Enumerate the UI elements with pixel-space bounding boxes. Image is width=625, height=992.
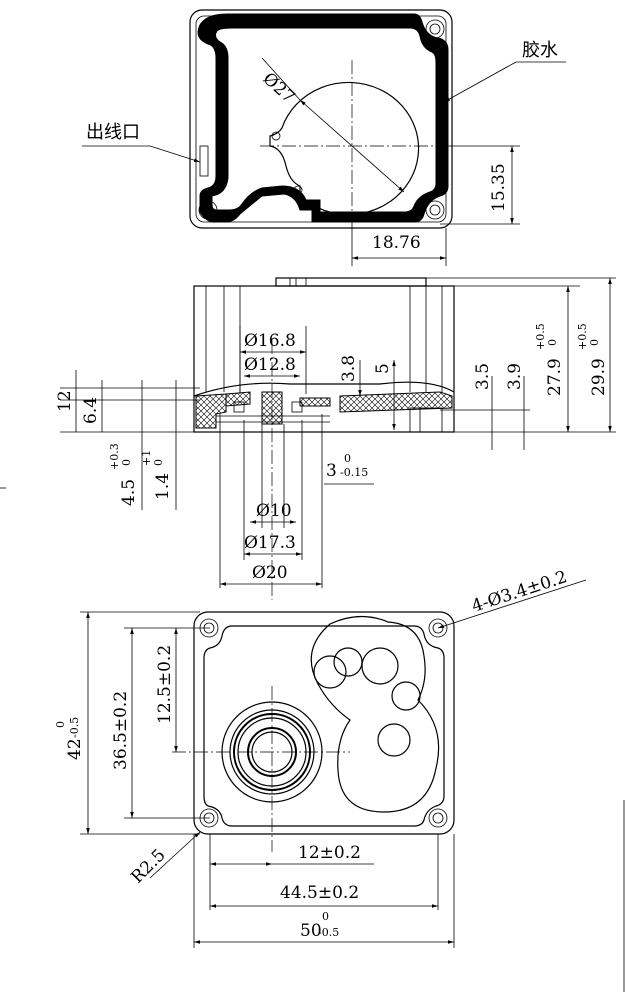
bottom-outer-outline [193,611,455,835]
dim-44-5-text: 44.5±0.2 [280,883,359,903]
seal-ring-l [233,401,245,413]
gear-hole-2 [333,647,363,677]
corner-hole-br-inner [429,204,441,216]
section-top-boss [275,277,427,287]
corner-hole-bl [198,200,218,220]
bottom-hole-br [428,808,448,828]
hatch-left-wall [195,393,227,429]
corner-hole-tr-inner [429,23,441,35]
hatch-mid [299,397,331,407]
dim-4-5-tol-upper: +0.3 [108,443,121,470]
glue-leader [443,61,517,103]
r2-5-leader [149,831,201,879]
dim-29-9-tol-lower: 0 [588,339,601,346]
dim-29-9-text: 29.9 [589,358,609,396]
dim-1-4-tol-upper: +1 [140,450,153,466]
hatch-left-seal [225,391,251,407]
gear-hole-5 [377,723,411,757]
top-view-outer-outline [189,9,453,229]
dim-4-5-text: 4.5 [119,479,139,506]
dim-42-text: 42 [65,738,85,760]
dim-27-9-tol-lower: 0 [546,339,559,346]
dim-12-bottom-text: 12±0.2 [298,843,361,863]
right-pocket [409,407,443,433]
dim-3-9-text: 3.9 [505,363,525,390]
glue-gasket [197,13,449,223]
seal-ring-r [291,401,303,413]
gear-hole-4 [391,681,421,711]
bottom-hole-tr-inner [432,622,444,634]
cover-curve [193,381,455,397]
section-body [193,285,455,433]
dim-20-text: Ø20 [252,563,288,583]
dim-1-4-tol-lower: 0 [152,459,165,466]
dim-12-5-text: 12.5±0.2 [155,645,175,724]
dim-27-9-tol-upper: +0.5 [534,323,547,350]
dim-50-text: 50 [300,921,322,941]
dim-12-8-text: Ø12.8 [244,355,296,375]
glue-label: 胶水 [522,40,558,61]
corner-hole-br [425,200,445,220]
dim-50-tol-lower: -0.5 [318,926,339,939]
gear-hole-3 [361,647,399,685]
dia-27-leader [261,57,301,101]
dim-27-9-text: 27.9 [545,358,565,396]
top-view: Ø27 15.35 18.76 胶水 出线口 [82,9,566,266]
bottom-hole-tr [428,618,448,638]
bottom-inner-outline [203,625,445,827]
dim-3-text: 3 [326,461,337,481]
dim-16-8-text: Ø16.8 [244,331,296,351]
dim-12-text: 12 [55,390,75,412]
small-notch-circle [271,131,281,141]
holes-leader [437,579,587,629]
dim-18-76-text: 18.76 [372,233,421,253]
dim-15-35-text: 15.35 [489,163,509,212]
dim-1-4-text: 1.4 [153,473,173,500]
dim-17-3-text: Ø17.3 [244,533,296,553]
dim-3-8-text: 3.8 [339,355,359,382]
corner-hole-bl-inner [202,204,214,216]
section-view: Ø16.8 Ø12.8 3.8 5 3.5 3.9 27.9 +0.5 0 29… [0,277,616,600]
dim-42-tol-lower: -0.5 [68,717,81,738]
dim-29-9-tol-upper: +0.5 [576,323,589,350]
big-circle-cutout [269,81,420,216]
bottom-hole-br-inner [432,812,444,824]
gear-hole-1 [313,655,347,689]
cable-outlet-label: 出线口 [86,122,140,143]
dim-50-tol-upper: 0 [322,910,329,923]
corner-hole-tl-inner [202,23,214,35]
holes-text: 4-Ø3.4±0.2 [469,567,569,617]
dia-27-line [299,99,405,193]
dia-27-text: Ø27 [259,69,299,108]
dim-3-5-text: 3.5 [473,363,493,390]
bottom-view: 4-Ø3.4±0.2 42 0 -0.5 36.5±0.2 12.5±0.2 R… [54,567,625,992]
dim-3-tol-lower: -0.15 [340,466,368,479]
cable-outlet-leader [149,145,201,163]
dim-4-5-tol-lower: 0 [120,459,133,466]
hatch-right-plate [339,391,453,413]
dim-42-tol-upper: 0 [54,721,67,728]
dim-36-5-text: 36.5±0.2 [111,691,131,770]
corner-hole-tl [198,19,218,39]
dim-6-4-text: 6.4 [81,397,101,424]
dim-5-text: 5 [373,363,393,374]
r2-5-text: R2.5 [127,845,169,887]
corner-hole-tr [425,19,445,39]
dim-3-tol-upper: 0 [344,452,351,465]
gear-cover-outline [310,615,440,813]
cable-outlet-notch [199,145,209,177]
dim-10-text: Ø10 [256,501,292,521]
